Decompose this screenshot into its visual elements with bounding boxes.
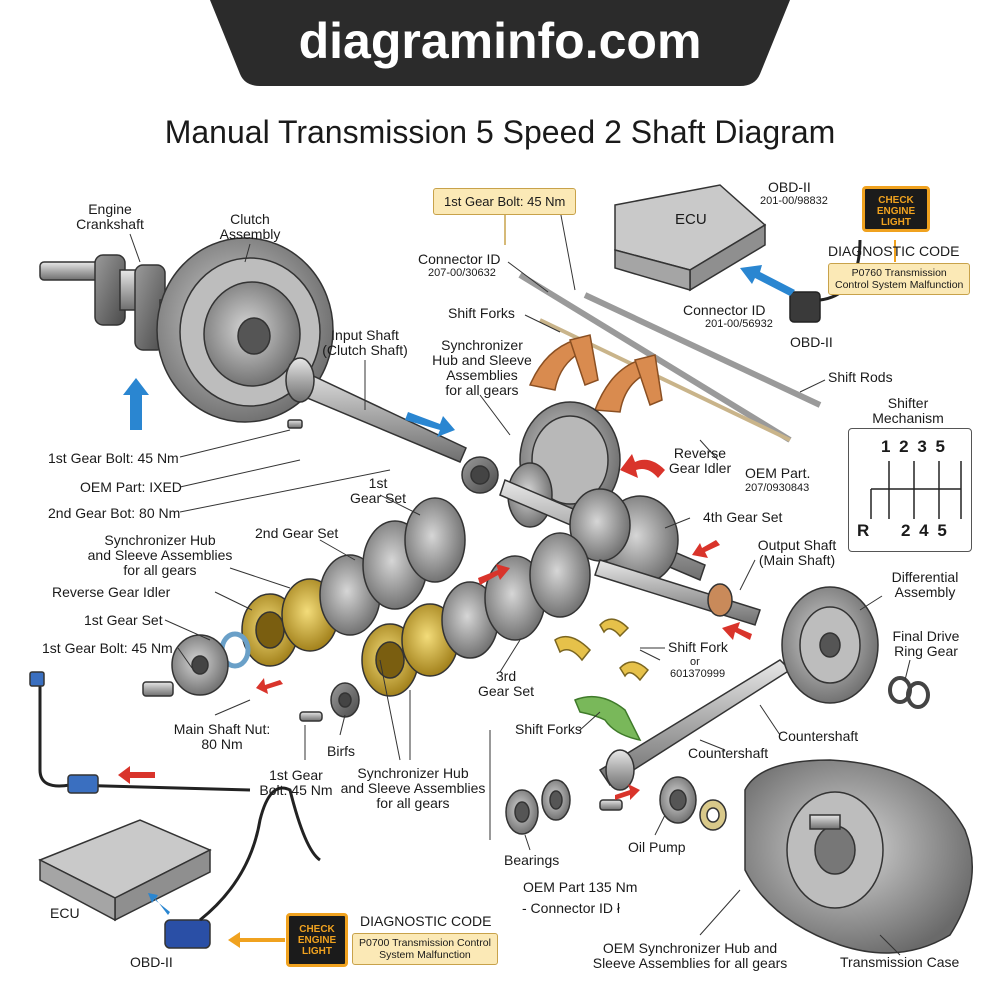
shifter-pattern-box: 1 2 3 5 R 2 4 5 <box>848 428 972 552</box>
label-connector-id-bottom: - Connector ID ł <box>522 900 621 916</box>
label-birfs: Birfs <box>327 743 355 759</box>
diag-code-box-bottom: P0700 Transmission Control System Malfun… <box>352 933 498 965</box>
label-reverse-gear-idler-top: Reverse Gear Idler <box>668 445 732 476</box>
label-first-gear-bolt-left2: 1st Gear Bolt: 45 Nm <box>42 640 173 656</box>
label-oem-sync-bottom: OEM Synchronizer Hub and Sleeve Assembli… <box>592 940 788 971</box>
label-third-gear-set: 3rd Gear Set <box>477 668 535 699</box>
leader-lines <box>129 209 911 956</box>
diag-code-box-top: P0760 Transmission Control System Malfun… <box>828 263 971 295</box>
check-engine-light-top: CHECK ENGINE LIGHT <box>862 186 930 232</box>
gear-cluster-upper <box>461 401 706 585</box>
label-shift-rods: Shift Rods <box>828 369 893 385</box>
label-main-shaft-nut: Main Shaft Nut: 80 Nm <box>173 721 271 752</box>
shift-forks-orange <box>528 334 663 413</box>
output-shaft <box>594 559 761 626</box>
ecu-top-module <box>614 184 767 292</box>
label-first-gear-set-left: 1st Gear Set <box>84 612 163 628</box>
label-clutch-assembly: Clutch Assembly <box>219 211 281 242</box>
banner-shape <box>210 0 790 86</box>
label-input-shaft: Input Shaft (Clutch Shaft) <box>322 327 408 358</box>
label-oil-pump: Oil Pump <box>628 839 686 855</box>
label-shifter-mechanism: Shifter Mechanism <box>872 395 944 426</box>
label-ecu-bottom: ECU <box>50 905 80 921</box>
shift-forks-lower <box>554 618 650 742</box>
label-ecu-top: ECU <box>675 211 707 228</box>
label-shift-forks-top: Shift Forks <box>448 305 515 321</box>
shifter-gate-lines <box>870 461 962 519</box>
ecu-bottom-module <box>29 671 321 949</box>
bearings-group <box>505 776 727 835</box>
label-first-gear-bolt-bottom: 1st Gear Bolt: 45 Nm <box>259 767 333 798</box>
label-oem-part-right-num: 207/0930843 <box>745 482 810 494</box>
label-sync-hub-bottom: Synchronizer Hub and Sleeve Assemblies f… <box>340 765 486 811</box>
check-engine-light-bottom: CHECK ENGINE LIGHT <box>286 913 348 967</box>
label-connector-id-top: Connector ID <box>418 251 501 267</box>
diag-code-heading-bottom: DIAGNOSTIC CODE <box>360 913 492 929</box>
label-transmission-case: Transmission Case <box>840 954 960 970</box>
label-shift-fork: Shift Fork <box>668 639 728 655</box>
label-output-shaft: Output Shaft (Main Shaft) <box>757 537 837 568</box>
label-connector-id-right: Connector ID <box>683 302 766 318</box>
diag-code-heading-top: DIAGNOSTIC CODE <box>828 243 960 259</box>
callout-first-gear-bolt: 1st Gear Bolt: 45 Nm <box>433 188 577 215</box>
label-obd-top: OBD-II <box>768 179 811 195</box>
label-countershaft-2: Countershaft <box>688 745 769 761</box>
transmission-case <box>744 759 974 954</box>
label-bearings: Bearings <box>504 852 560 868</box>
obd-connector-right <box>789 239 862 323</box>
flow-arrows-blue <box>123 265 795 915</box>
label-fourth-gear-set: 4th Gear Set <box>703 509 783 525</box>
label-shift-fork-or: or <box>690 656 700 668</box>
label-differential-assembly: Differential Assembly <box>891 569 959 600</box>
label-first-gear-set-top: 1st Gear Set <box>349 475 407 506</box>
banner: diagraminfo.com <box>210 0 790 86</box>
flow-arrows-red <box>118 454 752 800</box>
cel-arrow <box>228 932 285 948</box>
gear-row-lower-mid <box>287 419 591 722</box>
page-title: Manual Transmission 5 Speed 2 Shaft Diag… <box>164 114 836 150</box>
label-obd-right: OBD-II <box>790 334 833 350</box>
label-shift-fork-num: 601370999 <box>670 668 726 680</box>
label-sync-hub-top: Synchronizer Hub and Sleeve Assemblies f… <box>432 337 532 398</box>
label-oem-part-right: OEM Part. <box>745 465 811 481</box>
label-oem-part-135: OEM Part 135 Nm <box>523 879 638 895</box>
shifter-reverse: R <box>857 521 870 540</box>
label-obd-bottom: OBD-II <box>130 954 173 970</box>
gear-row-lower-left <box>142 497 466 697</box>
label-connector-id-top-num: 207-00/30632 <box>428 267 496 279</box>
shifter-bottom-row: 2 4 5 <box>901 521 949 540</box>
label-final-drive: Final Drive Ring Gear <box>892 628 960 659</box>
label-engine-crankshaft: Engine Crankshaft <box>76 201 144 232</box>
label-connector-id-right-num: 201-00/56932 <box>705 318 773 330</box>
differential-assembly <box>781 586 930 709</box>
label-second-gear-set: 2nd Gear Set <box>255 525 339 541</box>
label-oem-part-ixed: OEM Part: IXED <box>80 479 182 495</box>
label-sync-hub-left: Synchronizer Hub and Sleeve Assemblies f… <box>87 532 233 578</box>
label-reverse-gear-idler-left: Reverse Gear Idler <box>52 584 171 600</box>
shifter-top-row: 1 2 3 5 <box>881 437 947 456</box>
label-first-gear-bolt-left: 1st Gear Bolt: 45 Nm <box>48 450 179 466</box>
label-obd-top-num: 201-00/98832 <box>760 195 828 207</box>
label-second-gear-bolt: 2nd Gear Bot: 80 Nm <box>48 505 181 521</box>
site-name: diagraminfo.com <box>298 13 702 69</box>
label-shift-forks-bottom: Shift Forks <box>515 721 582 737</box>
label-countershaft-1: Countershaft <box>778 728 859 744</box>
